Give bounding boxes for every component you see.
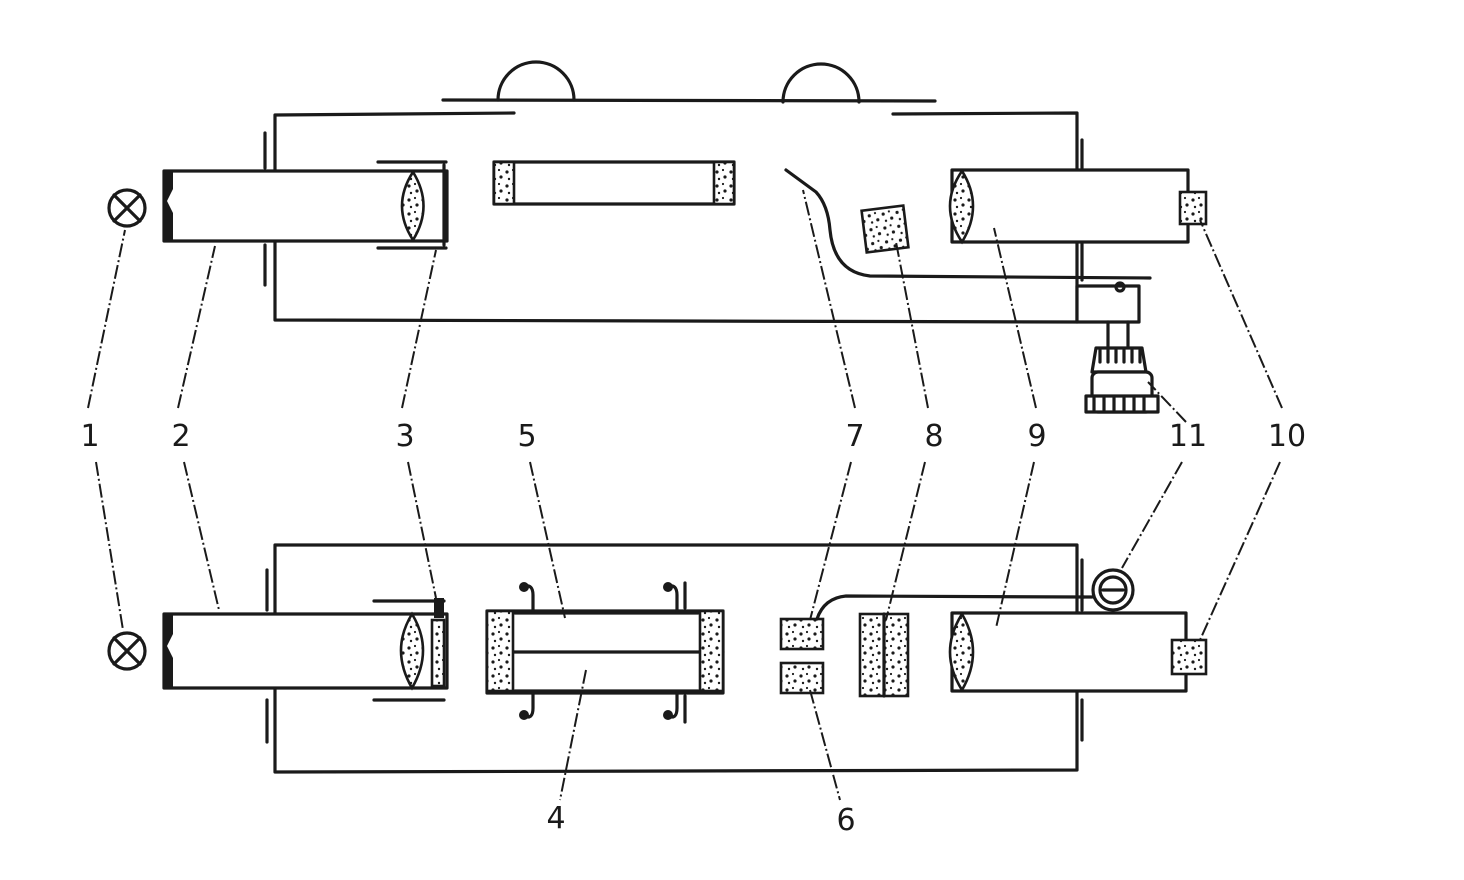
fitting-bl-ball	[519, 710, 529, 720]
label-3: 3	[395, 419, 414, 454]
filter-8-top	[860, 204, 910, 254]
leader-2-up	[177, 245, 216, 409]
bottom-frame	[273, 543, 1079, 774]
wire-7	[815, 594, 1086, 621]
slit-3-bottom-upper	[434, 598, 444, 618]
lens-3-bottom	[399, 611, 425, 691]
filter-6	[779, 661, 825, 695]
leader-7-down	[809, 461, 852, 621]
leader-4	[559, 669, 587, 801]
label-10: 10	[1268, 419, 1306, 454]
cuvette-window-right	[698, 609, 725, 693]
fitting-br-ball	[663, 710, 673, 720]
middle-bar-filter-left	[492, 160, 516, 206]
detector-base-fins	[1092, 396, 1146, 412]
tube-right-bottom	[950, 611, 1188, 693]
lens-9-bottom	[948, 611, 975, 693]
label-4: 4	[546, 801, 565, 836]
leader-5	[529, 461, 566, 619]
top-assembly	[107, 60, 1208, 414]
top-rail	[441, 98, 937, 103]
leader-11-down	[1121, 461, 1183, 569]
dome-left	[496, 60, 576, 102]
leader-9-up	[993, 227, 1037, 409]
leader-7-up	[802, 189, 856, 409]
leader-3-up	[401, 249, 437, 409]
leader-10-down	[1199, 461, 1281, 641]
detector-box	[1075, 284, 1141, 324]
middle-bar	[492, 160, 736, 206]
cuvette-window-left	[485, 609, 515, 693]
label-8: 8	[924, 419, 943, 454]
leader-8-down	[885, 461, 926, 621]
leader-6	[809, 689, 841, 801]
dome-right	[781, 62, 861, 104]
lamp-1-top	[107, 188, 147, 228]
tube-left-top	[162, 169, 449, 243]
label-1: 1	[80, 419, 99, 454]
label-5: 5	[517, 419, 536, 454]
top-frame	[273, 111, 1079, 324]
tube-right-top	[950, 168, 1190, 244]
middle-bar-filter-right	[712, 160, 736, 206]
leader-lines	[87, 189, 1283, 801]
slit-3-bottom-filter	[430, 618, 446, 688]
tube-end-cap-bottom	[163, 614, 173, 688]
filter-10-bottom	[1170, 638, 1208, 676]
label-6: 6	[836, 803, 855, 838]
tube-end-cap	[163, 171, 173, 241]
lens-3-top	[400, 169, 425, 243]
label-7: 7	[845, 419, 864, 454]
label-11: 11	[1169, 419, 1207, 454]
leader-11-up	[1147, 381, 1187, 423]
fitting-tr-ball	[663, 582, 673, 592]
number-labels: 1 2 3 5 7 8 9 11 10 4 6	[80, 419, 1306, 838]
label-9: 9	[1027, 419, 1046, 454]
detector-fins	[1098, 348, 1142, 364]
bottom-assembly	[107, 543, 1208, 774]
lever-7	[784, 168, 1152, 280]
fitting-tl-ball	[519, 582, 529, 592]
lamp-1-bottom	[107, 631, 147, 671]
detector-base	[1084, 394, 1160, 414]
leader-10-up	[1199, 219, 1283, 409]
detector-pin	[1114, 281, 1126, 293]
detector-11-bottom	[1080, 568, 1135, 612]
leader-8-up	[895, 241, 929, 409]
leader-2-down	[183, 461, 220, 611]
label-2: 2	[171, 419, 190, 454]
leader-1-up	[87, 229, 126, 409]
lens-9-top	[948, 168, 975, 245]
leader-1-down	[95, 461, 124, 631]
filter-10-top	[1178, 190, 1208, 226]
leader-3-down	[407, 461, 437, 599]
filter-7-bottom	[779, 617, 825, 651]
leader-9-down	[995, 461, 1035, 629]
